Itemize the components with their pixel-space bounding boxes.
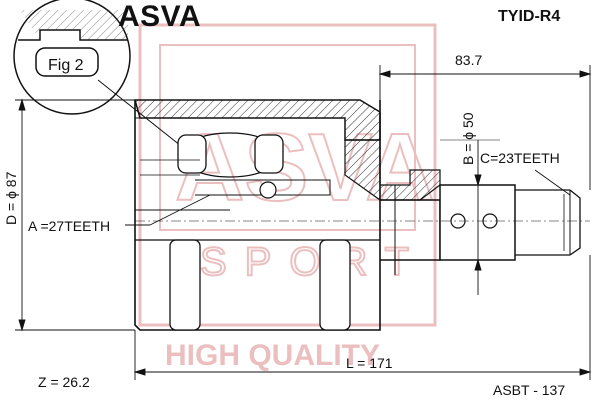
dimension-c-teeth: C=23TEETH	[480, 150, 560, 166]
watermark: ASVA SPORT HIGH QUALITY	[138, 23, 437, 372]
reference-code: ASBT - 137	[493, 382, 566, 398]
fig2-label: Fig 2	[48, 57, 84, 74]
dimension-lines	[15, 65, 592, 380]
watermark-brand: ASVA	[175, 114, 435, 221]
brand-title: ASVA	[118, 0, 202, 33]
dimension-a-teeth: A =27TEETH	[28, 218, 111, 234]
watermark-subtitle: SPORT	[200, 240, 427, 284]
dimension-z: Z = 26.2	[38, 374, 90, 390]
dimension-b-diameter: B = ϕ 50	[460, 112, 476, 165]
fig2-label-box	[35, 47, 99, 77]
dimension-length: L = 171	[346, 355, 393, 371]
fig2-inset	[13, 0, 206, 166]
part-number: TYID-R4	[498, 8, 561, 25]
dimension-top-length: 83.7	[455, 52, 483, 68]
watermark-slogan: HIGH QUALITY	[165, 339, 380, 372]
dimension-d-diameter: D = ϕ 87	[3, 171, 19, 225]
joint-body	[134, 99, 590, 331]
